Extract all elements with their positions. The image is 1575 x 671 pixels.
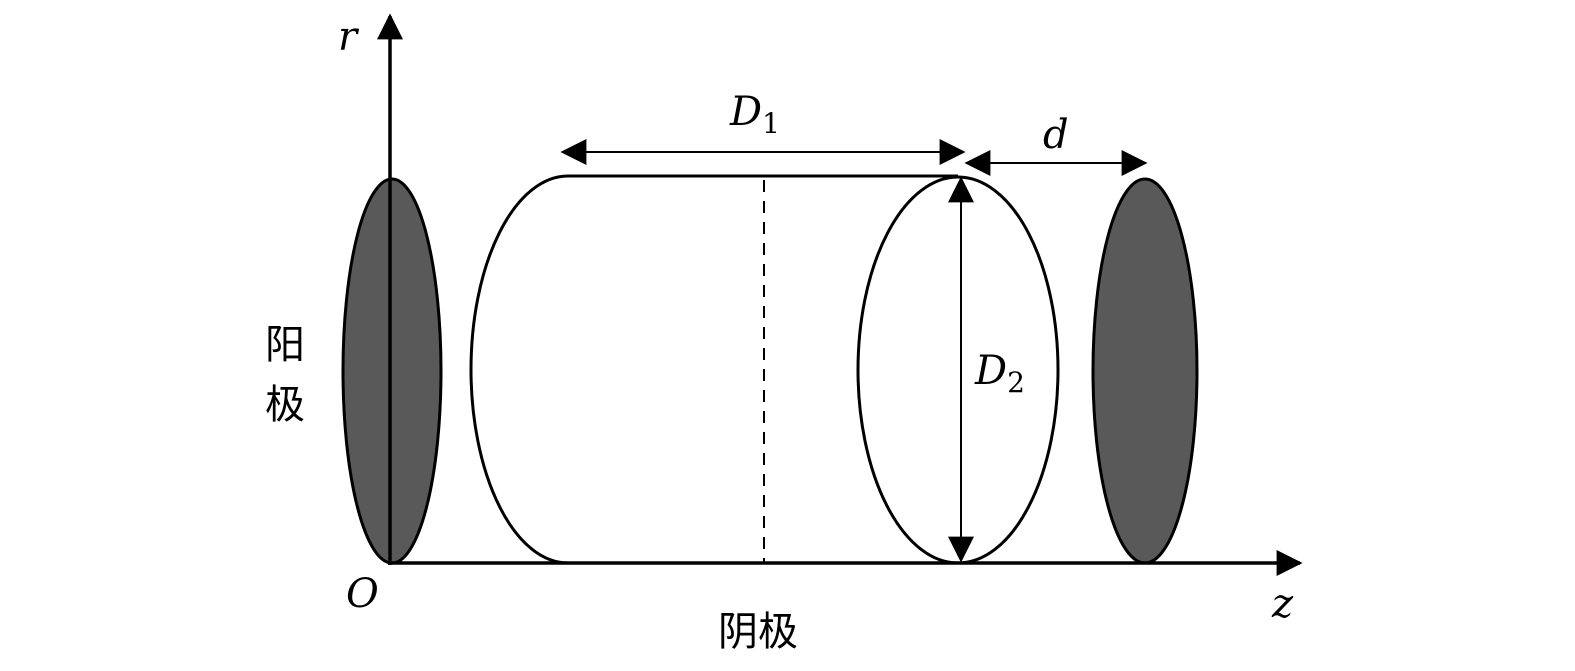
anode-label-2: 极	[265, 382, 305, 428]
cathode-label: 阴极	[718, 609, 798, 655]
right-electrode-disc	[1091, 177, 1199, 565]
D2-label: D2	[974, 348, 1025, 399]
r-axis-label: r	[338, 14, 360, 60]
z-axis-label: z	[1271, 581, 1294, 627]
origin-label: O	[346, 571, 379, 617]
d-label: d	[1043, 112, 1069, 158]
anode-label-1: 阳	[265, 322, 305, 368]
anode-disc	[341, 177, 443, 565]
D1-label: D1	[729, 89, 780, 140]
